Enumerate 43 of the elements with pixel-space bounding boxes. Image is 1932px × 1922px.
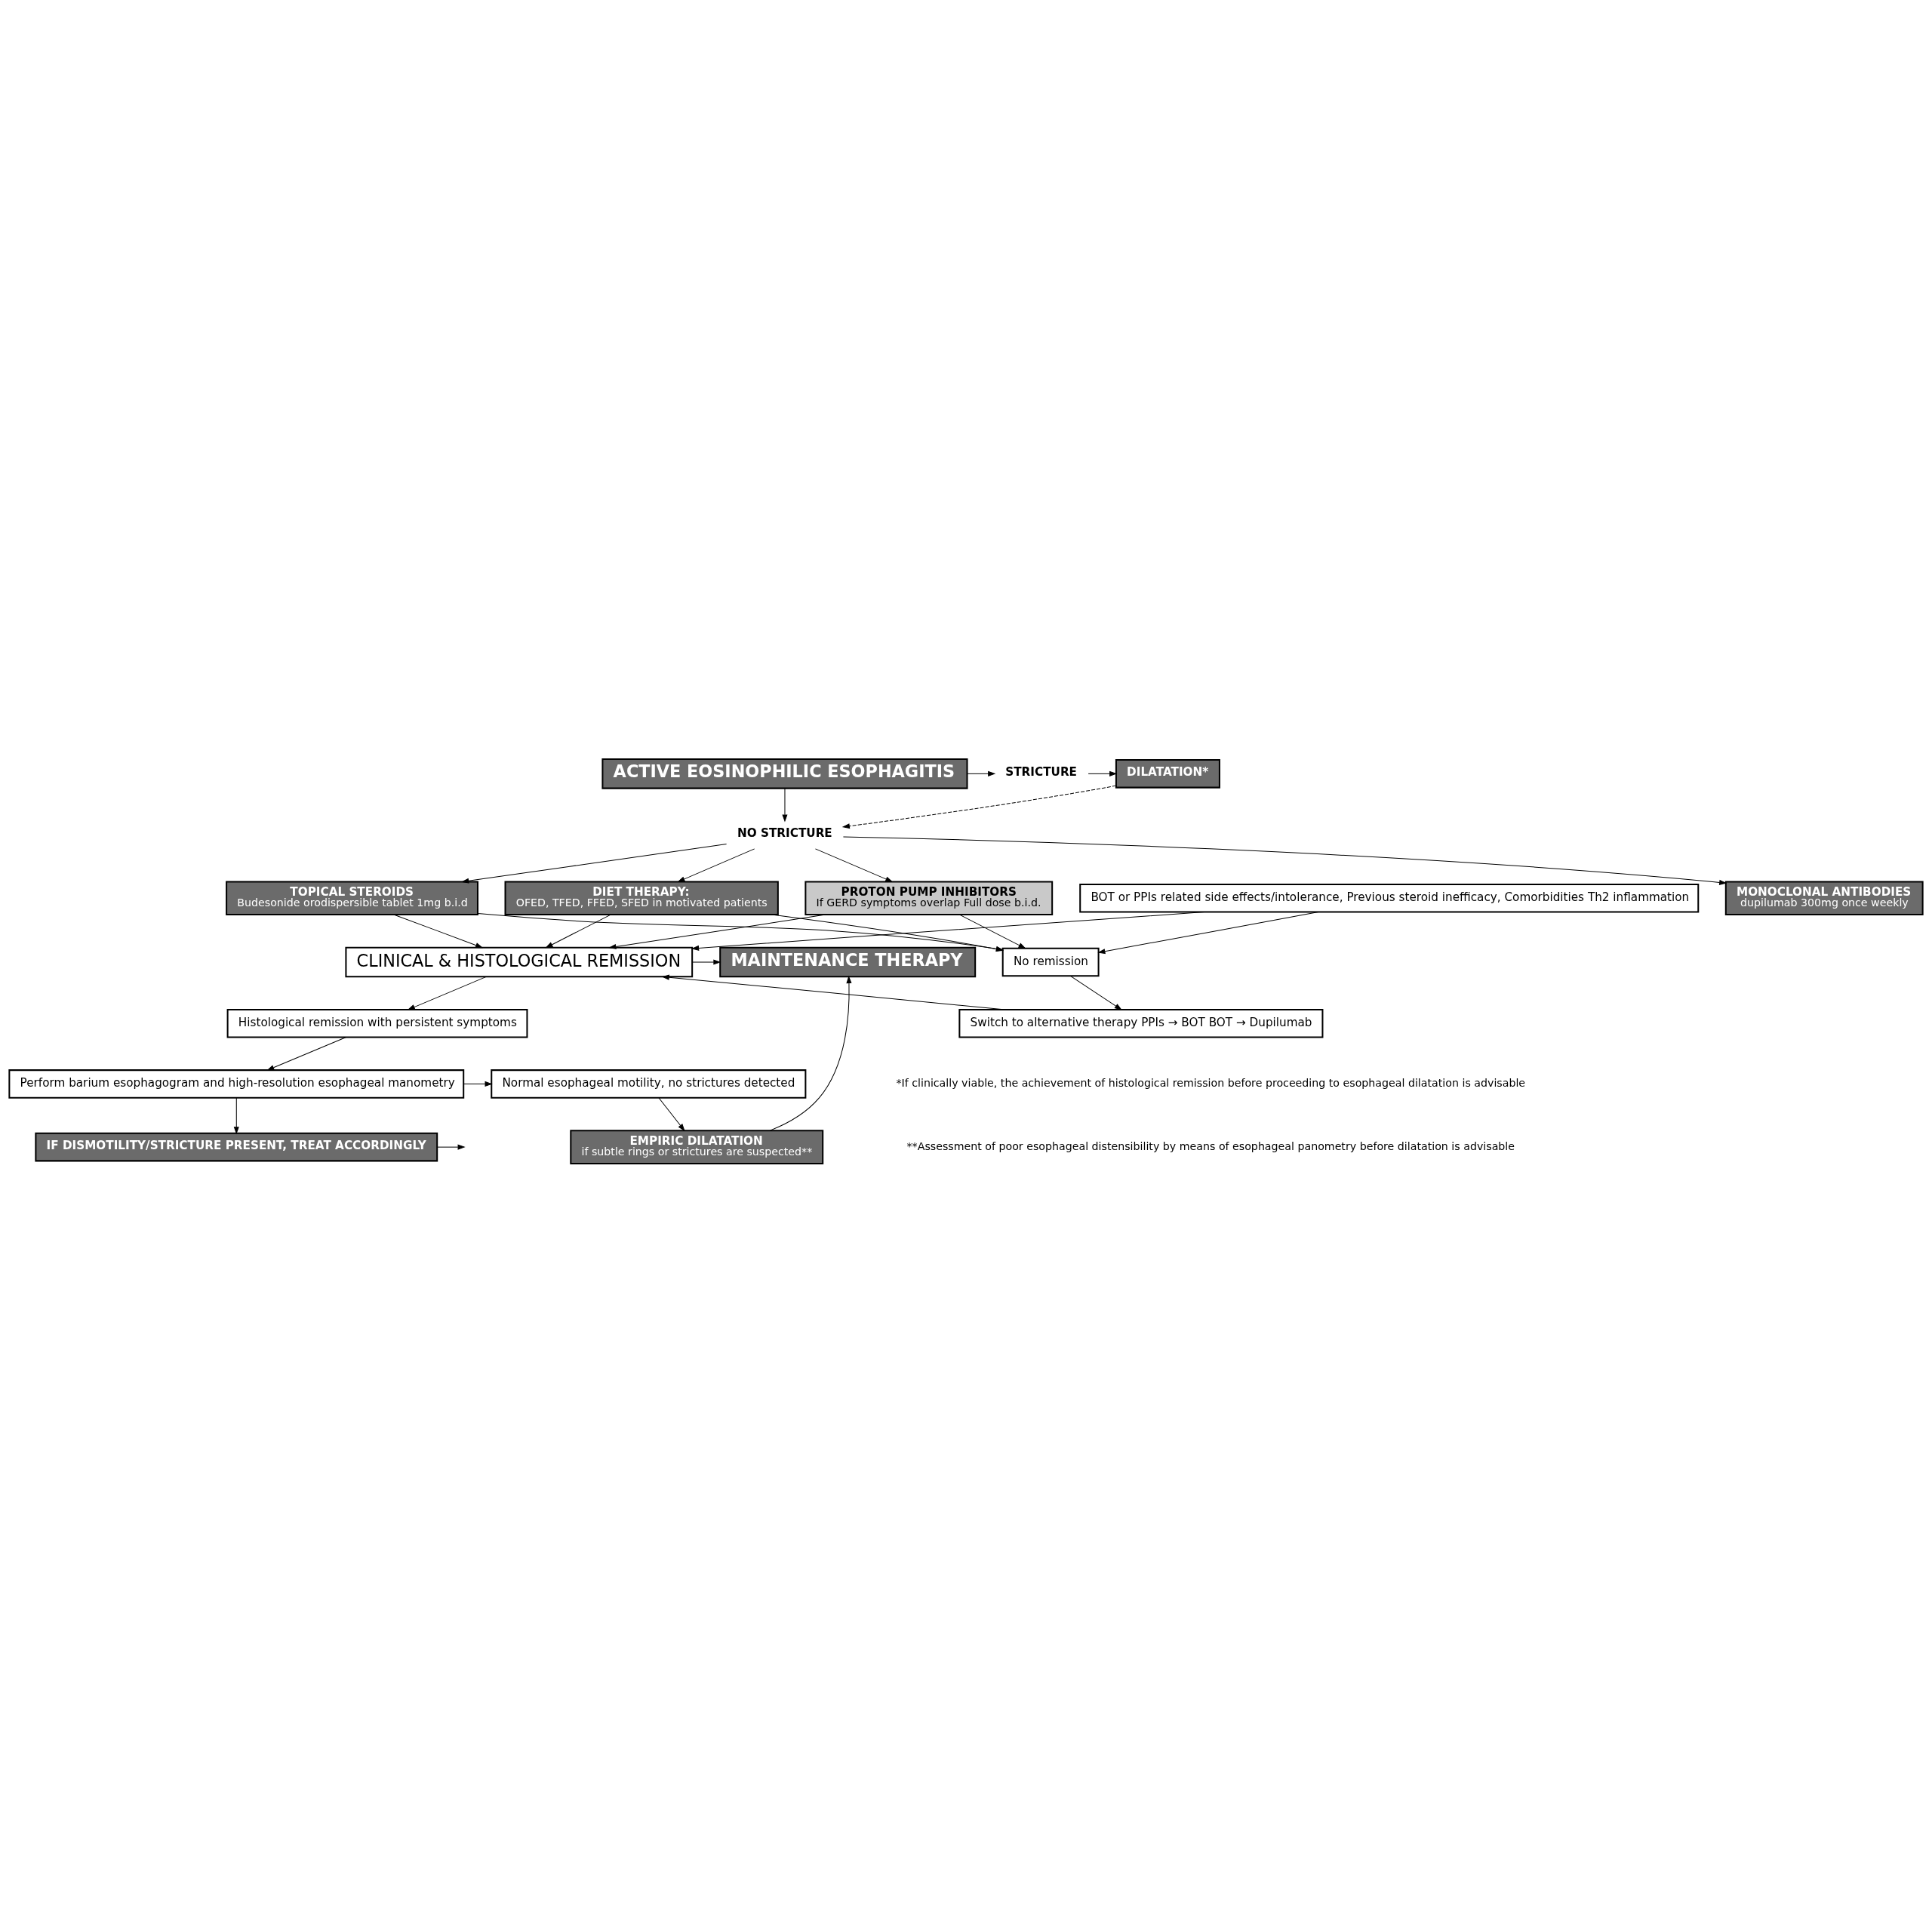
arrow	[477, 912, 1004, 952]
arrow	[959, 914, 1026, 949]
label: *If clinically viable, the achievement of histological remission before proceeding to esophageal dilatation is advisable	[896, 1076, 1526, 1089]
node-text: STRICTURE	[1005, 764, 1078, 779]
arrow	[233, 1096, 239, 1134]
arrow	[1097, 911, 1319, 954]
node-box: BOT or PPIs related side effects/intolerance, Previous steroid inefficacy, Comorbidities Th2 inflammation	[1079, 883, 1700, 913]
arrow	[782, 787, 788, 823]
arrow	[393, 914, 484, 948]
node-box: Perform barium esophagogram and high-resolution esophageal manometry	[8, 1069, 465, 1099]
node-box: No remission	[1001, 947, 1100, 976]
node-box: Histological remission with persistent symptoms	[226, 1008, 528, 1038]
label: **Assessment of poor esophageal distensibility by means of esophageal panometry before dilatation is advisable	[906, 1139, 1515, 1152]
arrow	[691, 911, 1205, 951]
arrow	[1069, 975, 1122, 1010]
node-box: Switch to alternative therapy PPIs → BOT BOT → Dupilumab	[958, 1008, 1324, 1038]
arrow	[769, 975, 852, 1131]
node-box: DIET THERAPY: OFED, TFED, FFED, SFED in motivated patients	[504, 880, 779, 915]
arrow	[691, 958, 721, 965]
arrow	[266, 1036, 347, 1071]
arrow	[463, 1081, 493, 1087]
arrow	[658, 1096, 685, 1131]
arrow	[407, 976, 487, 1010]
arrow	[677, 847, 755, 882]
node-box: MONOCLONAL ANTIBODIES dupilumab 300mg once weekly	[1724, 880, 1924, 915]
node-box: PROTON PUMP INHIBITORS If GERD symptoms overlap Full dose b.i.d.	[804, 880, 1054, 915]
arrow	[545, 914, 611, 948]
node-box: EMPIRIC DILATATION if subtle rings or strictures are suspected**	[570, 1129, 824, 1164]
arrow	[814, 847, 894, 882]
node-box: MAINTENANCE THERAPY	[719, 946, 977, 977]
arrow	[1088, 770, 1118, 776]
node-box: IF DISMOTILITY/STRICTURE PRESENT, TREAT ACCORDINGLY	[35, 1132, 438, 1161]
arrow	[436, 1144, 466, 1150]
node-text: NO STRICTURE	[737, 826, 832, 840]
node-box: DILATATION*	[1115, 758, 1220, 789]
node-box: TOPICAL STEROIDS Budesonide orodispersible tablet 1mg b.i.d	[226, 880, 478, 915]
node-box: Normal esophageal motility, no strictures detected	[491, 1069, 807, 1099]
arrow	[841, 785, 1117, 829]
node-box: CLINICAL & HISTOLOGICAL REMISSION	[345, 946, 694, 977]
arrow	[461, 843, 728, 884]
node-box: ACTIVE EOSINOPHILIC ESOPHAGITIS	[601, 758, 968, 789]
arrow	[967, 770, 996, 776]
arrow	[842, 835, 1727, 885]
